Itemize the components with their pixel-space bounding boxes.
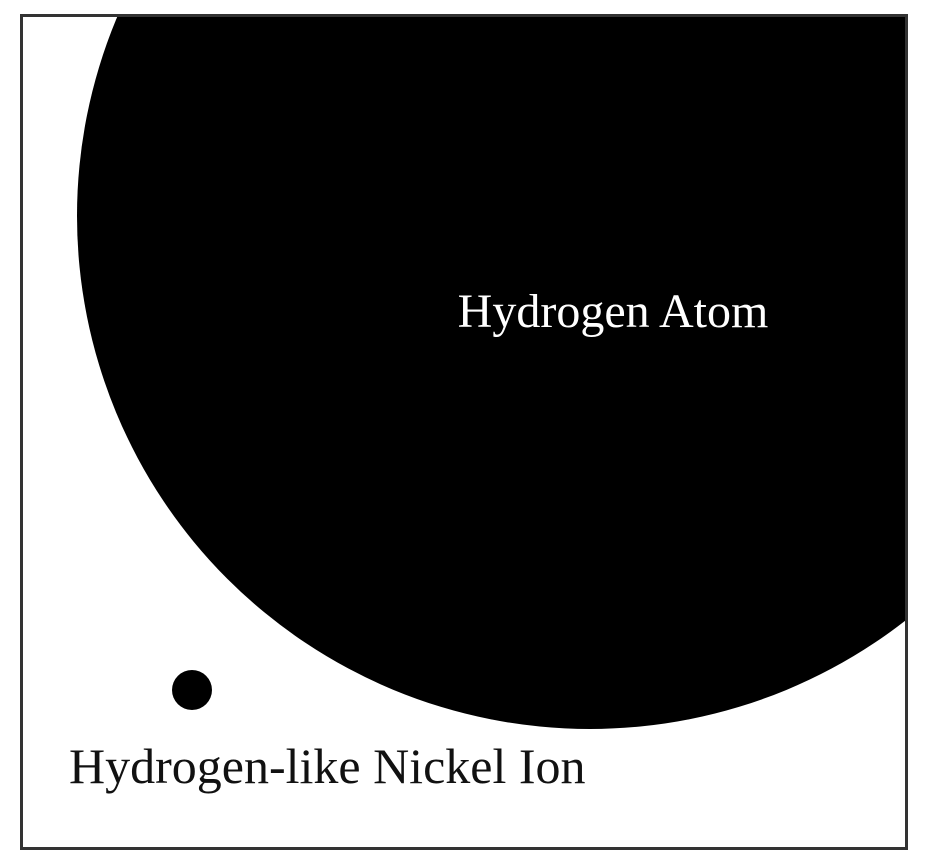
diagram-frame: Hydrogen Atom Hydrogen-like Nickel Ion bbox=[20, 14, 908, 850]
hydrogen-atom-circle bbox=[77, 17, 905, 729]
nickel-ion-dot bbox=[172, 670, 212, 710]
diagram-canvas: Hydrogen Atom Hydrogen-like Nickel Ion bbox=[23, 17, 905, 847]
hydrogen-atom-label: Hydrogen Atom bbox=[458, 285, 769, 338]
nickel-ion-label: Hydrogen-like Nickel Ion bbox=[69, 738, 586, 794]
